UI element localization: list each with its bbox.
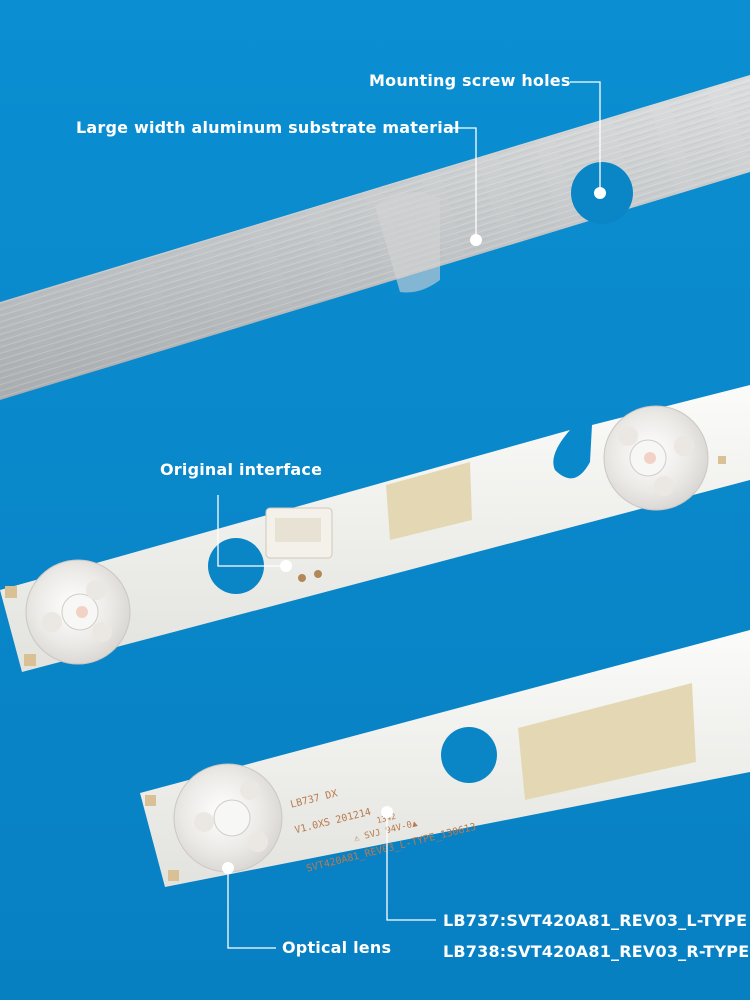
led-lens bbox=[25, 559, 131, 665]
leader-lines bbox=[217, 81, 601, 949]
thermal-pad bbox=[518, 683, 696, 800]
leader-dots bbox=[222, 187, 606, 874]
strip-hole bbox=[441, 727, 497, 783]
callout-optical-lens: Optical lens bbox=[282, 938, 392, 957]
led-lens bbox=[173, 763, 283, 873]
callout-substrate-material: Large width aluminum substrate material bbox=[76, 118, 460, 137]
thermal-pad bbox=[386, 462, 472, 540]
pcb-strip-bottom: LB737 DX V1.0XS 201214 1342 ⚠ SVJ 94V-0▲… bbox=[140, 630, 750, 887]
led-lens bbox=[603, 405, 709, 511]
callout-mounting-screw-holes: Mounting screw holes bbox=[369, 71, 571, 90]
callout-model-l-type: LB737:SVT420A81_REV03_L-TYPE bbox=[443, 911, 748, 930]
callout-model-r-type: LB738:SVT420A81_REV03_R-TYPE bbox=[443, 942, 750, 961]
pcb-strip-middle bbox=[0, 385, 750, 672]
callout-original-interface: Original interface bbox=[160, 460, 323, 479]
aluminum-strip bbox=[0, 75, 750, 400]
connector bbox=[265, 507, 333, 582]
